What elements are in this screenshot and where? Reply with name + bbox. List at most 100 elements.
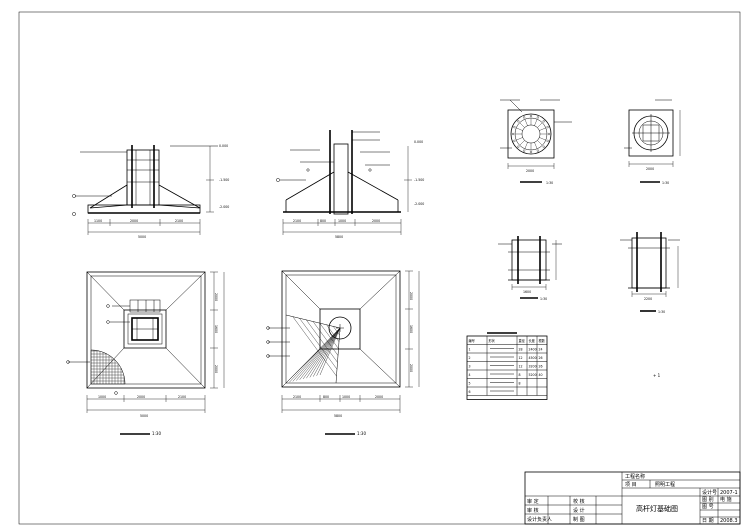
elev-left-dim-1: 1100 <box>94 219 102 223</box>
det-mr-dim: 2200 <box>644 297 652 301</box>
table-cell: 6 <box>469 390 471 394</box>
table-header-cell: 编号 <box>469 338 475 343</box>
tb-item-label: 项 目 <box>625 482 637 488</box>
tb-right-1-0: 图 别 <box>702 496 714 503</box>
elev-mid-dim-total: 5800 <box>335 235 343 239</box>
plan-mid-dim-4: 2000 <box>375 395 383 399</box>
tb-right-3-1: 2008.3 <box>720 518 738 524</box>
elev-left-level-3: -2.000 <box>219 205 229 209</box>
table-cell: 4 <box>469 373 471 377</box>
tb-right-0-1: 2007-1 <box>720 490 738 496</box>
sheet-border <box>18 11 741 525</box>
table-cell: 2400 <box>529 348 537 352</box>
det-mr-scale: 1:30 <box>658 310 665 314</box>
table-cell: 5200 <box>529 373 537 377</box>
table-cell: 3 <box>469 365 471 369</box>
det-tl-scale: 1:30 <box>546 181 553 185</box>
det-tl-dim: 2000 <box>526 169 534 173</box>
table-header-cell: 直径 <box>519 338 526 343</box>
table-cell: 12 <box>519 356 523 360</box>
plan-mid-scale: 1:30 <box>357 431 366 436</box>
plan-left-dim-total: 5000 <box>140 414 148 418</box>
detail-section-mid-right: 2200 1:30 <box>620 232 680 314</box>
table-header-cell: 长度 <box>529 338 536 343</box>
tb-left-0-2: 校 核 <box>573 498 585 505</box>
table-cell: 12 <box>519 365 523 369</box>
elev-left-level-1: 0.000 <box>219 144 228 148</box>
plan-left-dim-1: 1000 <box>98 395 106 399</box>
table-cell: 26 <box>539 365 543 369</box>
det-tr-scale: 1:30 <box>662 181 669 185</box>
tb-project-label: 工程名称 <box>625 473 645 480</box>
rebar-grid-hatch <box>90 349 126 385</box>
tb-left-1-2: 设 计 <box>573 507 585 514</box>
plan-left-side-3: 2000 <box>214 365 218 373</box>
table-header-cell: 根数 <box>539 338 546 343</box>
table-cell: 28 <box>519 348 523 352</box>
elev-mid-dim-4: 2000 <box>372 219 380 223</box>
tb-left-2-2: 制 图 <box>573 516 585 523</box>
tb-right-3-0: 日 期 <box>702 518 714 524</box>
elev-left-dim-3: 2100 <box>175 219 183 223</box>
elev-left-level-2: -1.500 <box>219 178 229 182</box>
tb-left-0-0: 审 定 <box>527 498 539 505</box>
elev-mid-level-2: -1.500 <box>414 178 424 182</box>
table-row: 6 <box>469 390 514 394</box>
table-cell: 40 <box>539 373 543 377</box>
plan-view-left: 2000 1600 2000 1000 2000 2100 5000 1:30 <box>66 271 225 436</box>
tb-left-2-0: 设计负责人 <box>527 516 552 523</box>
elevation-view-middle: 0.000 -1.500 -2.000 2100 800 1000 2000 5… <box>276 130 424 239</box>
table-cell: 26 <box>539 356 543 360</box>
plan-left-dim-3: 2100 <box>178 395 186 399</box>
plan-mid-dim-1: 2100 <box>293 395 301 399</box>
table-cell: 5 <box>469 382 471 386</box>
tb-right-0-0: 设计号 <box>702 489 717 496</box>
title-block: 工程名称 项 目 照明工程 高杆灯基础图 审 定 校 核 审 核 设 计 设计负… <box>524 471 741 525</box>
detail-flange-top-left: 2000 1:30 <box>500 99 572 185</box>
table-cell: 4500 <box>529 356 537 360</box>
elevation-view-left: 0.000 -1.500 -2.000 1100 2000 2100 5000 <box>72 144 229 239</box>
table-cell: 8 <box>519 382 521 386</box>
det-ml-dim: 1600 <box>523 290 531 294</box>
plan-left-side-2: 1600 <box>214 325 218 333</box>
plan-mid-side-2: 1600 <box>409 325 413 333</box>
table-cell: 24 <box>539 348 543 352</box>
plan-view-middle: 2000 1600 2000 2100 800 1000 2000 5800 1… <box>266 270 420 436</box>
plan-mid-dim-3: 1000 <box>342 395 350 399</box>
table-cell: 2 <box>469 356 471 360</box>
flange-bolt-pattern <box>511 114 551 154</box>
rebar-wedge-hatch <box>285 314 341 384</box>
plan-left-dim-2: 2000 <box>137 395 145 399</box>
tb-main-title: 高杆灯基础图 <box>636 504 678 513</box>
plan-mid-dim-2: 800 <box>323 395 329 399</box>
detail-section-mid-left: 1600 1:30 <box>498 236 562 301</box>
elev-left-dim-2: 2000 <box>130 219 138 223</box>
det-tr-dim: 2000 <box>646 167 654 171</box>
elev-left-dim-total: 5000 <box>138 235 146 239</box>
elev-mid-dim-2: 800 <box>320 219 326 223</box>
table-cell: 1 <box>469 348 471 352</box>
elev-mid-dim-3: 1000 <box>338 219 346 223</box>
det-ml-scale: 1:30 <box>540 297 547 301</box>
table-header-cell: 形状 <box>489 338 496 343</box>
tb-right-1-1: 电 施 <box>720 496 732 503</box>
plan-left-scale: 1:30 <box>152 431 161 436</box>
plan-mid-side-3: 2000 <box>409 364 413 372</box>
plan-left-side-1: 2000 <box>214 293 218 301</box>
elev-mid-level-1: 0.000 <box>414 140 423 144</box>
detail-flange-top-right: 2000 1:30 <box>624 99 681 185</box>
elev-mid-level-3: -2.000 <box>414 202 424 206</box>
tb-item-value: 照明工程 <box>655 481 675 488</box>
table-cell: 3200 <box>529 365 537 369</box>
plan-mid-dim-total: 5800 <box>334 414 342 418</box>
tb-left-1-0: 审 核 <box>527 507 539 514</box>
plan-mid-side-1: 2000 <box>409 292 413 300</box>
table-cell: 8 <box>519 373 521 377</box>
